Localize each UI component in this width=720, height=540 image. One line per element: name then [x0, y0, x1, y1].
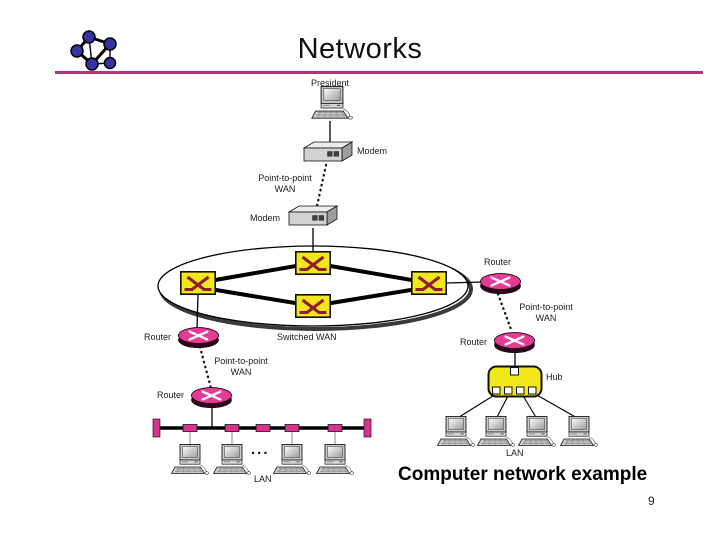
bus-drop-lines [189, 431, 336, 446]
bus-tap [284, 424, 300, 432]
computer-icon [518, 416, 556, 449]
title-divider [55, 71, 703, 74]
router-icon [479, 272, 522, 295]
bus-terminator-right [363, 418, 372, 438]
lan-label: LAN [254, 474, 272, 484]
bus-tap [224, 424, 240, 432]
router-label: Router [157, 390, 185, 400]
wan-switch-icon [411, 271, 447, 295]
computer-icon [273, 444, 311, 477]
bus-tap [182, 424, 198, 432]
computer-icon [213, 444, 251, 477]
switched-wan-label: Switched WAN [277, 332, 337, 342]
page-title: Networks [297, 33, 423, 65]
modem-label: Modem [250, 213, 281, 223]
modem-to-modem-dotted-line [315, 163, 328, 208]
point-to-point-wan-label: Point-to-point WAN [258, 173, 312, 194]
router-icon [177, 326, 220, 349]
wan-switch-icon [295, 251, 331, 275]
point-to-point-wan-label: Point-to-point WAN [519, 302, 573, 323]
switch-to-left-router-line [196, 293, 199, 331]
router-icon [190, 386, 233, 409]
router-label: Router [460, 337, 488, 347]
right-p2p-dotted-line [496, 292, 514, 334]
router-label: Router [484, 257, 512, 267]
computer-icon [477, 416, 515, 449]
bus-tap [255, 424, 271, 432]
hub-label: Hub [546, 372, 563, 382]
computer-icon [437, 416, 475, 449]
computer-icon [560, 416, 598, 449]
point-to-point-wan-label: Point-to-point WAN [214, 356, 268, 377]
lan-label: LAN [506, 448, 524, 458]
figure-caption: Computer network example [398, 464, 648, 485]
president-label: President [310, 78, 350, 88]
president-computer-icon [311, 86, 353, 122]
bus-terminator-left [152, 418, 161, 438]
hub-fan-lines [455, 393, 580, 420]
more-computers-ellipsis: ... [251, 441, 270, 458]
computer-icon [316, 444, 354, 477]
router-icon [493, 331, 536, 354]
wan-switch-icon [180, 271, 216, 295]
router-label: Router [144, 332, 172, 342]
modem-icon [287, 205, 339, 227]
hub-icon [487, 365, 543, 398]
page-number: 9 [648, 494, 655, 508]
switch-to-right-router-line [446, 281, 484, 284]
bus-tap [327, 424, 343, 432]
modem-icon [302, 141, 354, 163]
modem-label: Modem [357, 146, 388, 156]
computer-icon [171, 444, 209, 477]
left-p2p-dotted-line [198, 345, 213, 390]
network-logo-icon [70, 30, 117, 71]
wan-switch-icon [295, 294, 331, 318]
